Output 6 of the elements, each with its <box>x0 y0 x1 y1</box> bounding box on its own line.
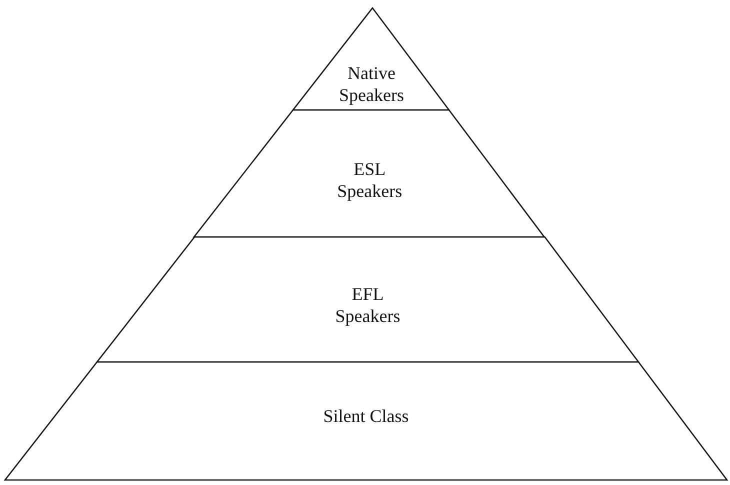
tier-label: Native Speakers <box>338 62 405 106</box>
pyramid-tier <box>5 362 727 480</box>
tier-label: ESL Speakers <box>336 158 404 202</box>
tier-label: Silent Class <box>322 405 410 427</box>
pyramid-tier <box>97 237 638 362</box>
tier-label: EFL Speakers <box>334 283 402 327</box>
